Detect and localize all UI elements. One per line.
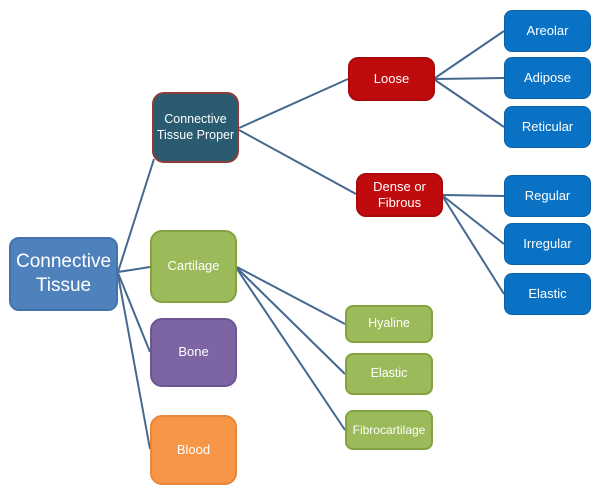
node-label: Areolar xyxy=(526,22,569,38)
edge-root-proper xyxy=(117,158,155,273)
node-label: Loose xyxy=(373,70,410,86)
node-label: Cartilage xyxy=(167,258,220,274)
node-irregular: Irregular xyxy=(504,223,591,265)
edge-root-bone xyxy=(117,272,151,353)
node-label: Fibrocartilage xyxy=(352,422,426,437)
node-label: Reticular xyxy=(521,118,574,134)
node-fibrocartilage: Fibrocartilage xyxy=(345,410,433,450)
node-label: Connective Tissue Proper xyxy=(156,111,235,142)
node-regular: Regular xyxy=(504,175,591,217)
edge-cartilage-fibro xyxy=(236,268,346,431)
node-label: Bone xyxy=(178,344,209,360)
node-bone: Bone xyxy=(150,318,237,387)
edge-cartilage-hyaline xyxy=(236,266,346,325)
node-label: Elastic xyxy=(370,366,408,381)
node-areolar: Areolar xyxy=(504,10,591,52)
node-label: Dense or Fibrous xyxy=(373,178,426,210)
edge-loose-adipose xyxy=(434,77,505,80)
node-adipose: Adipose xyxy=(504,57,591,99)
node-label: Regular xyxy=(524,187,571,203)
node-blood: Blood xyxy=(150,415,237,485)
node-connective-tissue: Connective Tissue xyxy=(9,237,118,311)
node-label: Adipose xyxy=(524,69,571,85)
edge-root-cartilage xyxy=(117,266,151,273)
edge-cartilage-elastic xyxy=(236,267,346,375)
edge-dense-elastic xyxy=(442,196,505,295)
node-label: Hyaline xyxy=(368,316,410,331)
node-label: Irregular xyxy=(523,235,572,251)
edge-root-blood xyxy=(117,274,151,450)
node-cartilage: Cartilage xyxy=(150,230,237,303)
edge-proper-dense xyxy=(238,129,357,195)
edge-proper-loose xyxy=(238,78,349,129)
node-elastic-cartilage: Elastic xyxy=(345,353,433,395)
node-label: Elastic xyxy=(528,285,567,301)
node-hyaline: Hyaline xyxy=(345,305,433,343)
node-dense-or-fibrous: Dense or Fibrous xyxy=(356,173,443,217)
node-label: Blood xyxy=(176,441,211,457)
node-connective-tissue-proper: Connective Tissue Proper xyxy=(152,92,239,163)
node-loose: Loose xyxy=(348,57,435,101)
node-label: Connective Tissue xyxy=(15,251,112,296)
node-reticular: Reticular xyxy=(504,106,591,148)
edge-loose-areolar xyxy=(434,30,505,79)
edge-dense-irregular xyxy=(442,195,505,245)
edge-dense-regular xyxy=(442,194,505,197)
node-elastic-dense: Elastic xyxy=(504,273,591,315)
edge-loose-reticular xyxy=(434,79,505,128)
